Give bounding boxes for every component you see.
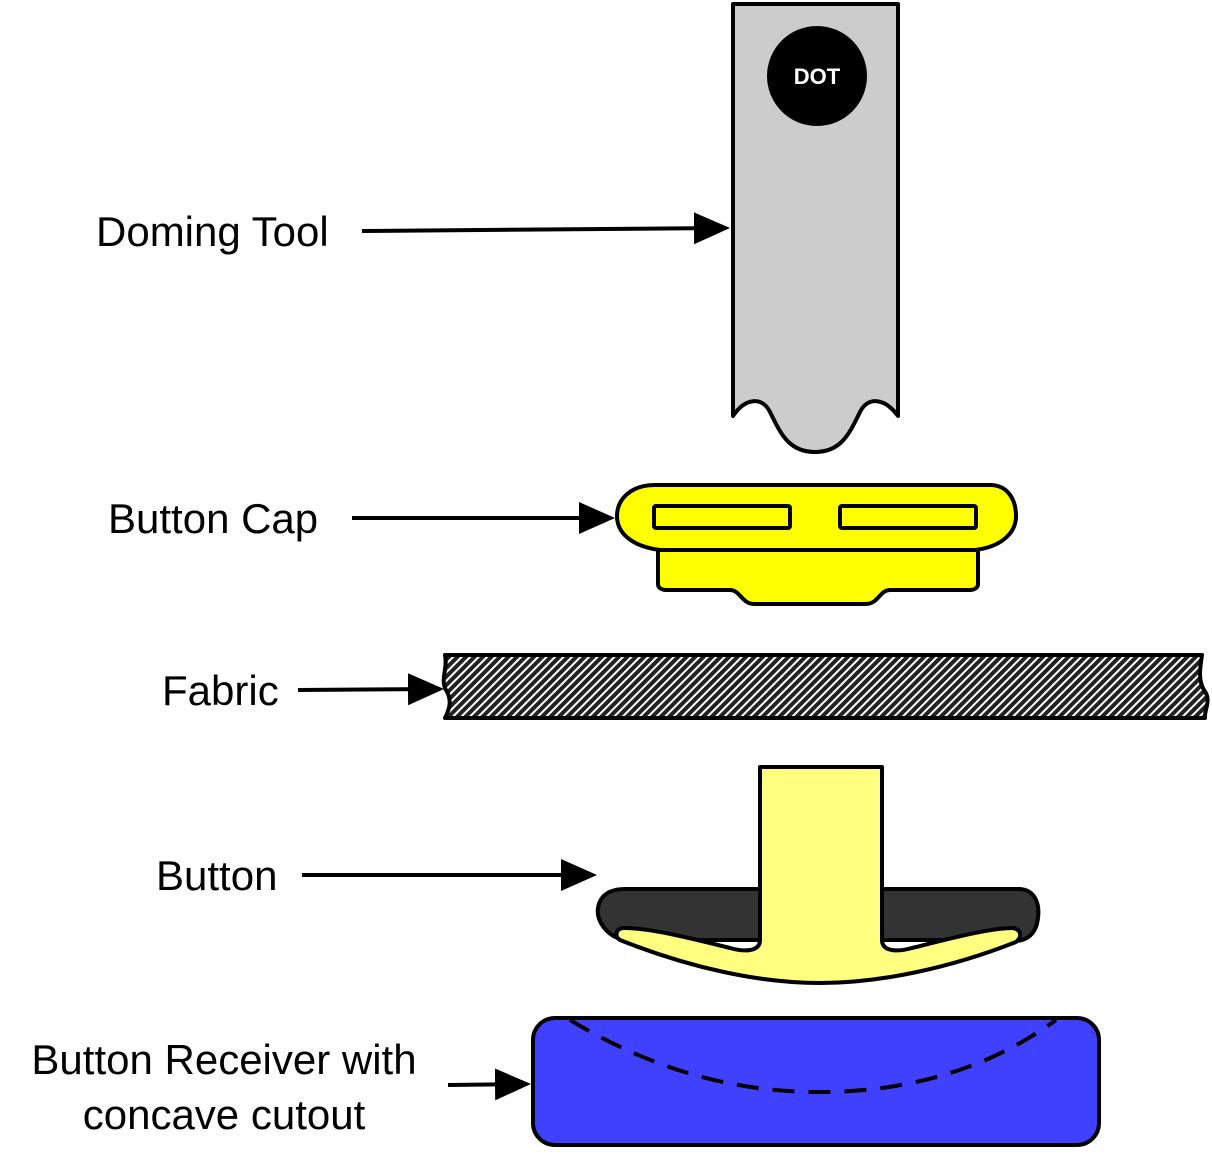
- button: [595, 765, 1041, 985]
- doming-tool: DOT: [731, 2, 900, 454]
- button-cap-lower: [656, 538, 980, 606]
- arrow-right-icon: [447, 1068, 531, 1101]
- button-receiver-body: [531, 1016, 1101, 1147]
- tool-badge-text: DOT: [794, 64, 841, 89]
- label-button: Button: [156, 852, 277, 899]
- label-button-receiver-line1: Button Receiver with: [31, 1036, 416, 1083]
- arrow-right-icon: [297, 673, 444, 706]
- label-doming-tool: Doming Tool: [96, 208, 329, 255]
- concave-cutout-line: [568, 1018, 1058, 1095]
- fabric: [441, 653, 1210, 720]
- label-fabric: Fabric: [162, 667, 279, 714]
- fabric-strip: [441, 653, 1210, 720]
- label-button-cap: Button Cap: [108, 495, 318, 542]
- button-cap-upper: [615, 483, 1018, 552]
- tool-badge: [767, 26, 867, 126]
- arrow-right-icon: [361, 212, 730, 245]
- button-receiver: [531, 1016, 1101, 1147]
- button-yellow-body: [614, 765, 1023, 985]
- doming-tool-body: [731, 2, 900, 454]
- label-button-receiver-line2: concave cutout: [83, 1091, 366, 1138]
- button-cap-slot-left: [652, 504, 792, 530]
- button-cap-slot-right: [838, 504, 978, 530]
- button-cap: [615, 483, 1018, 606]
